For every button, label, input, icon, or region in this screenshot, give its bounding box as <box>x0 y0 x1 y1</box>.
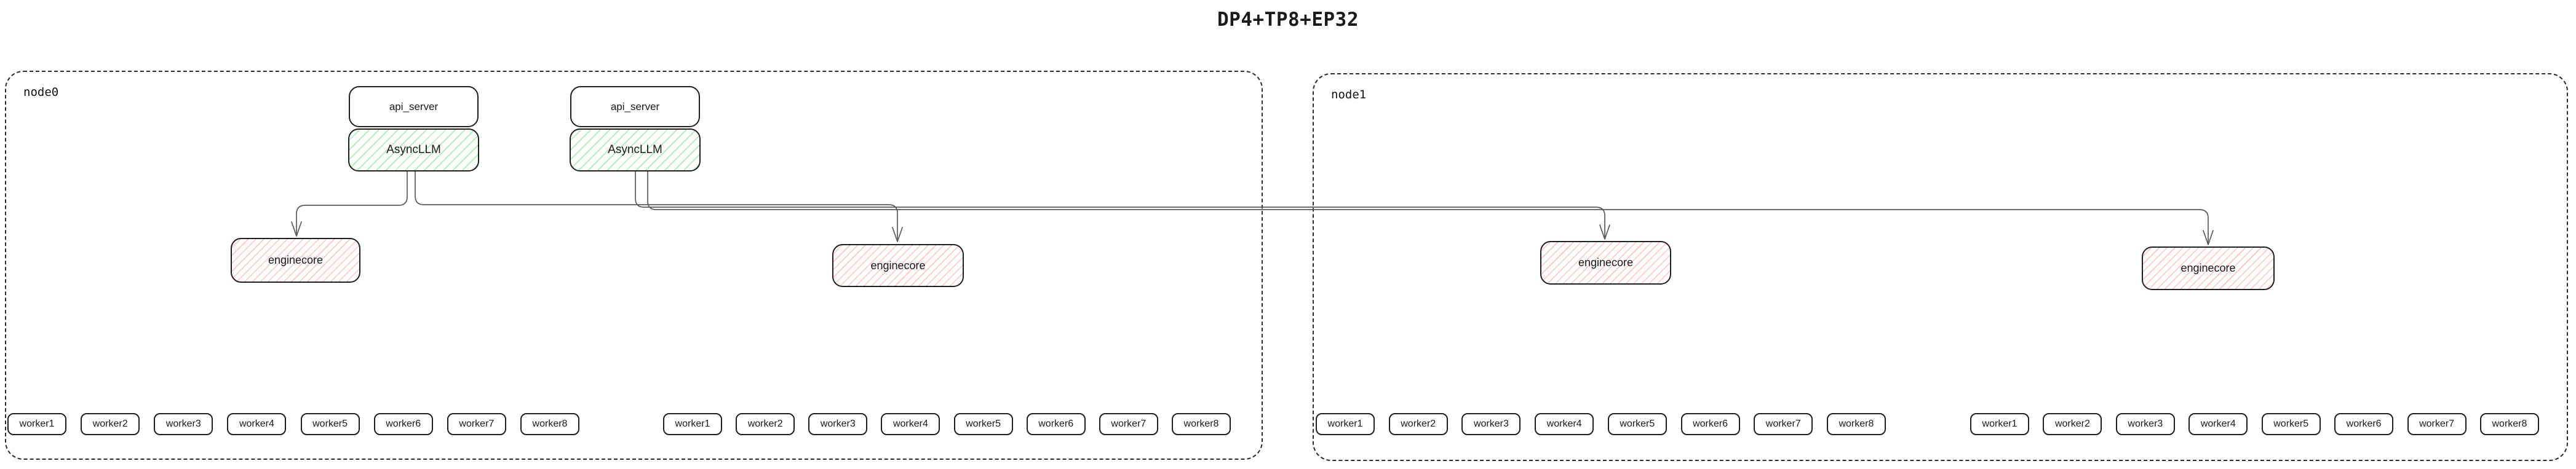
worker-box: worker2 <box>81 413 140 435</box>
worker-box: worker3 <box>808 413 868 435</box>
worker-label: worker4 <box>1546 419 1582 429</box>
worker-label: worker7 <box>1765 419 1801 429</box>
enginecore-4-box: enginecore <box>2142 246 2275 290</box>
worker-box: worker1 <box>1316 413 1375 435</box>
worker-box: worker1 <box>7 413 66 435</box>
worker-label: worker8 <box>1839 419 1874 429</box>
worker-label: worker6 <box>2346 419 2382 429</box>
worker-label: worker6 <box>1038 419 1074 429</box>
worker-box: worker5 <box>953 413 1013 435</box>
node1-label: node1 <box>1331 88 1367 101</box>
enginecore-1-box: enginecore <box>231 238 360 283</box>
worker-label: worker3 <box>1473 419 1509 429</box>
api-server-2-label: api_server <box>610 100 660 112</box>
node0-worker-group-1: worker1 worker2 worker3 worker4 worker5 … <box>7 413 579 435</box>
worker-label: worker8 <box>2492 419 2527 429</box>
worker-box: worker3 <box>2115 413 2175 435</box>
worker-label: worker4 <box>239 419 274 429</box>
worker-box: worker4 <box>2188 413 2248 435</box>
enginecore-3-box: enginecore <box>1540 241 1671 285</box>
worker-label: worker5 <box>1620 419 1655 429</box>
worker-box: worker3 <box>154 413 213 435</box>
worker-box: worker8 <box>1826 413 1886 435</box>
enginecore-2-box: enginecore <box>832 244 964 287</box>
node1-worker-group-2: worker1 worker2 worker3 worker4 worker5 … <box>1970 413 2539 435</box>
worker-label: worker6 <box>1693 419 1728 429</box>
worker-box: worker5 <box>300 413 360 435</box>
worker-box: worker4 <box>881 413 940 435</box>
async-llm-2-label: AsyncLLM <box>608 143 662 156</box>
worker-label: worker4 <box>892 419 928 429</box>
node0-worker-group-2: worker1 worker2 worker3 worker4 worker5 … <box>663 413 1231 435</box>
async-llm-2-box: AsyncLLM <box>570 128 701 171</box>
worker-box: worker5 <box>2261 413 2321 435</box>
worker-label: worker1 <box>19 419 55 429</box>
worker-label: worker5 <box>312 419 348 429</box>
worker-label: worker5 <box>966 419 1001 429</box>
worker-box: worker6 <box>373 413 433 435</box>
worker-label: worker2 <box>1401 419 1436 429</box>
worker-box: worker2 <box>2043 413 2102 435</box>
worker-label: worker8 <box>532 419 568 429</box>
worker-box: worker4 <box>1535 413 1594 435</box>
worker-label: worker7 <box>459 419 495 429</box>
worker-box: worker8 <box>2479 413 2539 435</box>
worker-box: worker7 <box>447 413 506 435</box>
worker-box: worker1 <box>663 413 722 435</box>
api-server-1-box: api_server <box>349 86 479 127</box>
worker-box: worker8 <box>1171 413 1231 435</box>
enginecore-1-label: enginecore <box>268 254 324 266</box>
worker-box: worker3 <box>1461 413 1521 435</box>
worker-label: worker3 <box>2128 419 2163 429</box>
api-server-2-box: api_server <box>570 86 700 127</box>
worker-label: worker5 <box>2273 419 2309 429</box>
worker-label: worker7 <box>2419 419 2454 429</box>
api-server-1-label: api_server <box>389 100 439 112</box>
worker-box: worker6 <box>2334 413 2394 435</box>
worker-box: worker1 <box>1970 413 2029 435</box>
enginecore-3-label: enginecore <box>1578 256 1634 269</box>
worker-box: worker5 <box>1607 413 1667 435</box>
worker-label: worker4 <box>2200 419 2236 429</box>
worker-label: worker7 <box>1111 419 1147 429</box>
worker-box: worker4 <box>227 413 287 435</box>
worker-box: worker6 <box>1680 413 1740 435</box>
worker-box: worker7 <box>2407 413 2467 435</box>
node0-container: node0 <box>5 71 1263 460</box>
worker-label: worker1 <box>675 419 710 429</box>
worker-box: worker8 <box>520 413 579 435</box>
worker-label: worker3 <box>165 419 201 429</box>
enginecore-4-label: enginecore <box>2180 262 2236 274</box>
diagram-title: DP4+TP8+EP32 <box>1217 9 1359 31</box>
node1-worker-group-1: worker1 worker2 worker3 worker4 worker5 … <box>1316 413 1886 435</box>
enginecore-2-label: enginecore <box>870 259 926 272</box>
worker-label: worker6 <box>386 419 421 429</box>
worker-label: worker3 <box>820 419 856 429</box>
worker-box: worker6 <box>1026 413 1086 435</box>
worker-box: worker7 <box>1754 413 1813 435</box>
worker-box: worker2 <box>1388 413 1448 435</box>
worker-box: worker2 <box>736 413 795 435</box>
worker-label: worker8 <box>1183 419 1219 429</box>
async-llm-1-label: AsyncLLM <box>386 143 441 156</box>
worker-label: worker1 <box>1982 419 2017 429</box>
node1-container: node1 <box>1313 73 2568 461</box>
worker-label: worker2 <box>747 419 783 429</box>
worker-label: worker1 <box>1327 419 1363 429</box>
worker-label: worker2 <box>92 419 128 429</box>
node0-label: node0 <box>23 85 59 99</box>
async-llm-1-box: AsyncLLM <box>348 128 479 171</box>
worker-box: worker7 <box>1099 413 1158 435</box>
worker-label: worker2 <box>2054 419 2090 429</box>
